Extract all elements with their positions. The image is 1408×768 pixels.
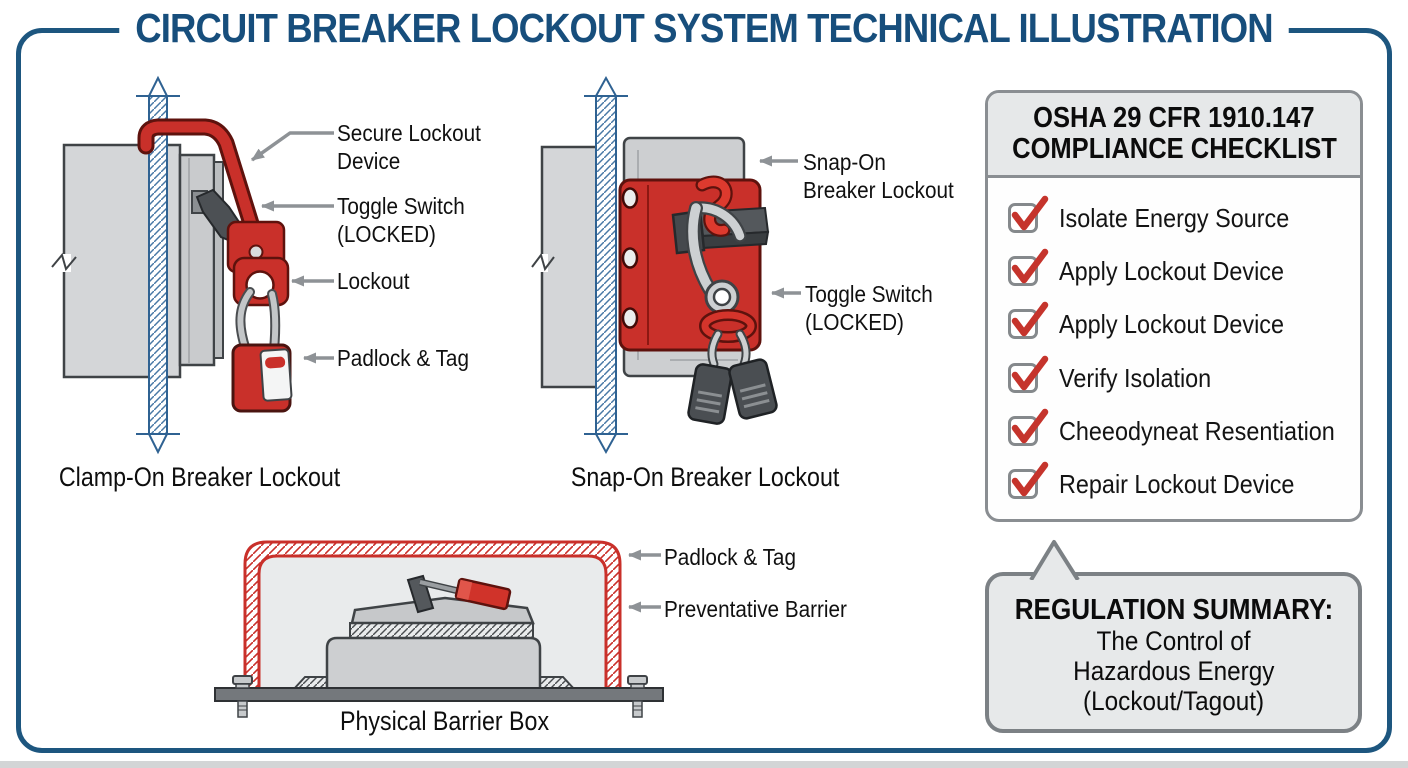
bolt-right	[627, 675, 648, 718]
breaker-panel	[51, 143, 224, 379]
red-switch-handle	[454, 577, 512, 611]
page-title: CIRCUIT BREAKER LOCKOUT SYSTEM TECHNICAL…	[0, 6, 1408, 50]
page-title-text: CIRCUIT BREAKER LOCKOUT SYSTEM TECHNICAL…	[119, 6, 1289, 50]
lockout-clamp	[685, 175, 747, 315]
checkbox-checked-icon	[1008, 195, 1049, 233]
panel-rail	[136, 75, 180, 455]
checkbox-checked-icon	[1008, 301, 1049, 339]
arrow-icons	[250, 131, 334, 364]
bolt-left	[232, 675, 253, 718]
arrow-icons	[628, 549, 661, 613]
snap-on-illustration	[531, 75, 801, 455]
arrow-icons	[759, 155, 801, 299]
checklist-header-line2: COMPLIANCE CHECKLIST	[1011, 133, 1337, 165]
checklist-item-1: Isolate Energy Source	[1008, 195, 1315, 234]
caption-snap-on: Snap-On Breaker Lockout	[570, 462, 840, 492]
checklist-item-6: Repair Lockout Device	[1008, 461, 1321, 500]
label-padlock-tag: Padlock & Tag	[337, 345, 469, 371]
padlocks	[687, 309, 778, 425]
label-toggle-switch-locked-2: Toggle Switch (LOCKED)	[805, 281, 933, 335]
regulation-heading: REGULATION SUMMARY:	[1014, 594, 1333, 626]
checklist-header: OSHA 29 CFR 1910.147 COMPLIANCE CHECKLIS…	[988, 93, 1360, 178]
caption-clamp-on: Clamp-On Breaker Lockout	[59, 462, 341, 492]
label-toggle-switch-locked: Toggle Switch (LOCKED)	[337, 193, 465, 247]
bottom-edge-strip	[0, 761, 1408, 768]
checkbox-checked-icon	[1008, 461, 1049, 499]
checklist-item-4: Verify Isolation	[1008, 355, 1228, 394]
base-plate	[214, 675, 664, 718]
clamp-on-illustration	[51, 75, 334, 455]
label-lockout: Lockout	[337, 268, 410, 294]
caption-barrier-box: Physical Barrier Box	[340, 706, 550, 736]
label-padlock-tag-2: Padlock & Tag	[664, 544, 796, 570]
checkbox-checked-icon	[1008, 355, 1049, 393]
checkbox-checked-icon	[1008, 248, 1049, 286]
padlock-and-tag	[231, 287, 293, 413]
checklist-header-line1: OSHA 29 CFR 1910.147	[1033, 102, 1315, 134]
label-secure-lockout-device: Secure Lockout Device	[337, 120, 481, 174]
checkbox-checked-icon	[1008, 408, 1049, 446]
compliance-checklist-panel: OSHA 29 CFR 1910.147 COMPLIANCE CHECKLIS…	[985, 90, 1363, 522]
regulation-summary-bubble: REGULATION SUMMARY: The Control of Hazar…	[985, 572, 1362, 733]
wall-panel	[531, 145, 606, 389]
disconnect-switch	[290, 574, 578, 692]
label-snap-on-breaker-lockout: Snap-On Breaker Lockout	[803, 149, 954, 203]
bubble-pointer	[1029, 540, 1080, 580]
checklist-item-5: Cheeodyneat Resentiation	[1008, 408, 1365, 447]
checklist-item-3: Apply Lockout Device	[1008, 301, 1309, 340]
panel-rail	[584, 75, 628, 455]
checklist-item-2: Apply Lockout Device	[1008, 248, 1309, 287]
barrier-box-illustration	[214, 540, 664, 718]
label-preventative-barrier: Preventative Barrier	[664, 596, 847, 622]
